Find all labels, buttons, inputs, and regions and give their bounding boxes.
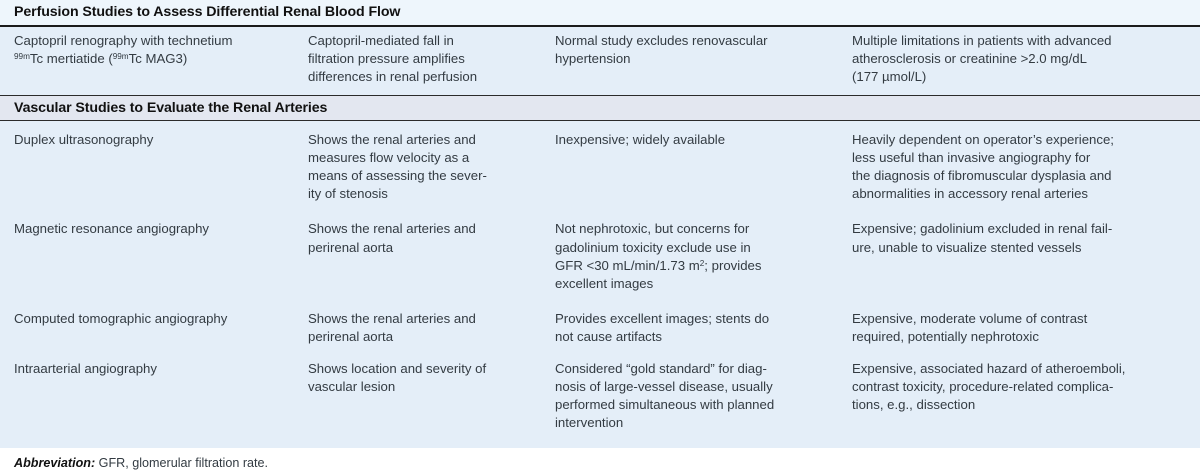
cell-modality: Computed tomographic angiography — [14, 311, 228, 327]
cell-advantages: Provides excellent images; stents do not… — [555, 311, 770, 345]
modality-text-part1: Captopril renography with technetium — [14, 33, 233, 48]
cell-description: Shows the renal arteries and perirenal a… — [308, 311, 476, 345]
section-header-perfusion-studies: Perfusion Studies to Assess Differential… — [0, 0, 1200, 27]
cell-limitations: Expensive, moderate volume of contrast r… — [852, 311, 1088, 345]
isotope-superscript-1: 99m — [14, 51, 30, 61]
cell-advantages: Not nephrotoxic, but concerns for gadoli… — [555, 215, 852, 296]
squared-superscript: 2 — [699, 258, 705, 268]
cell-modality: Intraarterial angiography — [14, 360, 157, 376]
cell-description: Shows the renal arteries and perirenal a… — [308, 221, 476, 255]
cell-modality: Magnetic resonance angiography — [14, 221, 210, 237]
cell-advantages: Inexpensive; widely available — [555, 131, 726, 147]
row-spacer — [0, 349, 1200, 355]
advantages-text-part2: ; provides excellent images — [555, 257, 762, 292]
section-header-vascular-studies: Vascular Studies to Evaluate the Renal A… — [0, 94, 1200, 121]
cell-advantages: Considered “gold standard” for diag- nos… — [555, 360, 775, 431]
cell-limitations: Heavily dependent on operator’s experien… — [852, 131, 1114, 202]
table-row: Captopril renography with technetium 99m… — [0, 27, 1200, 90]
row-spacer — [0, 89, 1200, 95]
cell-description: Captopril-mediated fall in filtration pr… — [308, 33, 478, 85]
row-spacer — [0, 206, 1200, 216]
cell-limitations: Expensive; gadolinium excluded in renal … — [852, 221, 1113, 255]
isotope-superscript-2: 99m — [112, 51, 129, 61]
footnote-text: GFR, glomerular filtration rate. — [95, 456, 269, 471]
cell-description: Shows the renal arteries and measures fl… — [308, 131, 487, 202]
section-header-label: Vascular Studies to Evaluate the Renal A… — [14, 99, 328, 116]
cell-modality: Captopril renography with technetium 99m… — [0, 27, 308, 90]
section-header-label: Perfusion Studies to Assess Differential… — [14, 4, 401, 20]
cell-modality: Duplex ultrasonography — [14, 131, 154, 147]
advantages-text-part1: Not nephrotoxic, but concerns for gadoli… — [555, 221, 751, 273]
row-spacer — [0, 120, 1200, 126]
cell-limitations: Expensive, associated hazard of atheroem… — [852, 360, 1126, 413]
modality-text-part2: Tc mertiatide ( — [29, 51, 113, 67]
row-spacer — [0, 296, 1200, 306]
footnote-label: Abbreviation: — [14, 456, 96, 471]
cell-description: Shows location and severity of vascular … — [308, 360, 487, 394]
cell-advantages: Normal study excludes renovascular hyper… — [555, 33, 768, 67]
table-row: Computed tomographic angiography Shows t… — [0, 305, 1200, 350]
table-footnote: Abbreviation: GFR, glomerular filtration… — [0, 448, 1200, 472]
table-body: Duplex ultrasonography Shows the renal a… — [0, 120, 1200, 449]
cell-limitations: Multiple limitations in patients with ad… — [852, 33, 1112, 85]
table-row: Duplex ultrasonography Shows the renal a… — [0, 125, 1200, 207]
table-bottom-spacer — [0, 435, 1200, 449]
modality-text-part3: Tc MAG3) — [128, 51, 188, 67]
table-row: Magnetic resonance angiography Shows the… — [0, 215, 1200, 297]
table-row: Intraarterial angiography Shows location… — [0, 354, 1200, 436]
